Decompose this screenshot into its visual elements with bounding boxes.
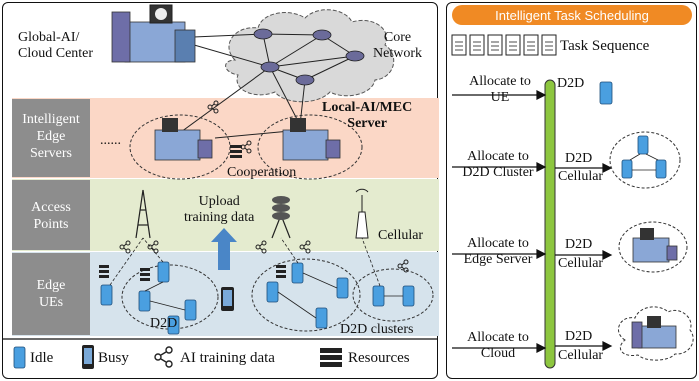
d2d-cluster-area-2 — [251, 258, 361, 332]
resources-icons-ues — [99, 265, 286, 281]
ai-training-data-icons — [119, 100, 409, 273]
layer-label-edge-ues: Edge UEs — [36, 278, 66, 310]
right-panel-title: Intelligent Task Scheduling — [495, 8, 649, 23]
row-label-edge-server: Allocate to Edge Server — [463, 236, 533, 267]
target-edge-server-icon — [632, 228, 678, 263]
scheduling-pipe — [544, 79, 556, 369]
legend-resources-label: Resources — [348, 350, 410, 366]
cooperation-resources-icon — [230, 145, 242, 158]
row3-link-cellular: Cellular — [558, 256, 604, 271]
row1-link-d2d: D2D — [557, 76, 585, 91]
layer-label-box-edge-servers — [12, 99, 90, 177]
target-edge-server-area — [618, 221, 688, 273]
global-ai-label: Global-AI/ Cloud Center — [18, 30, 94, 61]
upload-links — [109, 237, 381, 287]
d2d-label: D2D — [150, 316, 178, 331]
row-label-ue: Allocate to UE — [469, 74, 531, 105]
row4-link-cellular: Cellular — [558, 348, 604, 363]
router-icons — [253, 28, 365, 86]
task-sequence-icons — [451, 34, 557, 56]
legend-idle-phone-icon — [13, 346, 26, 369]
wifi-router-icon — [355, 188, 369, 239]
row-label-d2d-cluster: Allocate to D2D Cluster — [462, 149, 534, 180]
target-d2d-cluster-area — [609, 131, 681, 189]
layer-label-box-edge-ues — [12, 253, 90, 335]
row2-link-cellular: Cellular — [558, 169, 604, 184]
dots-label: ...... — [100, 133, 121, 148]
layer-label-access-points: Access Points — [31, 200, 71, 232]
target-cloud-building-icon — [631, 316, 677, 349]
link-arrows — [555, 163, 613, 351]
cooperation-label: Cooperation — [227, 165, 297, 180]
row-label-cloud: Allocate to Cloud — [467, 330, 529, 361]
target-ue-phone-icon — [599, 81, 613, 105]
task-sequence-label: Task Sequence — [560, 38, 650, 54]
legend-idle-label: Idle — [30, 350, 54, 366]
d2d-cluster-area-1 — [121, 264, 219, 330]
edge-server-building-left — [154, 118, 213, 161]
row4-link-d2d: D2D — [565, 329, 593, 344]
edge-server-area-right — [257, 114, 363, 180]
stacked-servers-icon — [272, 196, 290, 220]
edge-server-building-right — [282, 118, 341, 161]
d2d-links — [144, 272, 403, 319]
cloud-center-building-icon — [111, 4, 196, 63]
row2-link-d2d: D2D — [565, 151, 593, 166]
legend-ai-training-label: AI training data — [180, 350, 275, 366]
row3-link-d2d: D2D — [565, 237, 593, 252]
legend-ai-training-icon — [154, 346, 173, 368]
layer-label-box-access-points — [12, 180, 90, 250]
legend-busy-phone-screen — [84, 348, 92, 364]
layer-label-edge-servers: Intelligent Edge Servers — [22, 112, 80, 161]
local-ai-label: Local-AI/MEC Server — [322, 100, 413, 131]
busy-phone-screen — [223, 290, 232, 306]
task-sequence-lines — [455, 41, 553, 51]
tower-icon-left — [135, 189, 151, 239]
allocation-arrows — [452, 90, 547, 353]
upload-arrow-icon — [211, 228, 237, 270]
upload-label: Upload training data — [184, 194, 255, 225]
right-panel-title-bar — [452, 5, 692, 25]
target-d2d-cluster-phones — [621, 135, 667, 179]
target-d2d-cluster-links — [629, 153, 659, 171]
right-panel-frame — [446, 2, 697, 379]
d2d-clusters-label: D2D clusters — [340, 322, 414, 337]
core-network-label: Core Network — [373, 30, 422, 61]
legend-resources-icon — [320, 348, 342, 367]
d2d-cluster-area-3 — [352, 268, 434, 322]
legend-busy-label: Busy — [98, 350, 129, 366]
cellular-label: Cellular — [378, 228, 424, 243]
